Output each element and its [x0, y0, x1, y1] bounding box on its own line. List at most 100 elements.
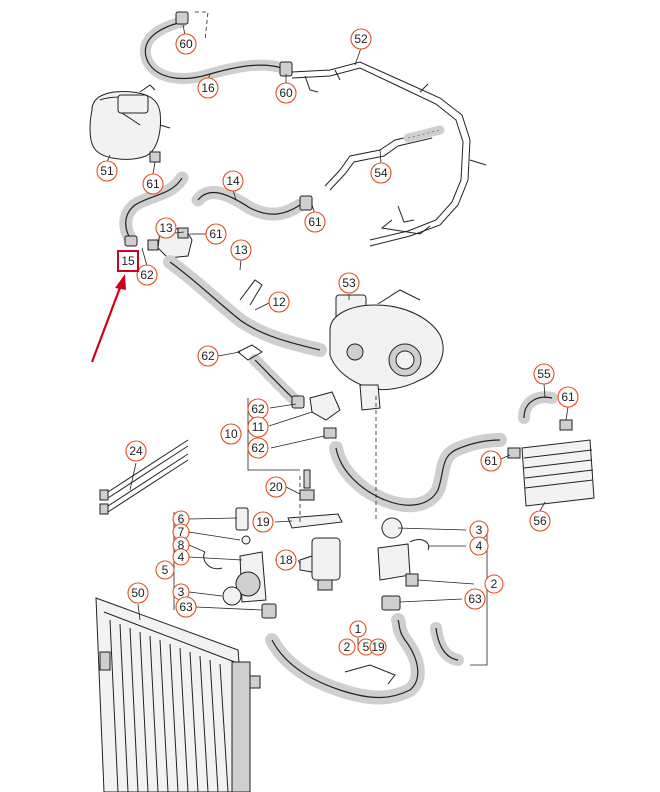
middle-hose [329, 433, 507, 513]
callout-label: 61 [146, 177, 160, 191]
cable-ties-24 [99, 439, 189, 515]
callout: 20 [265, 476, 287, 498]
callout-label: 4 [476, 539, 483, 553]
callout-label: 52 [354, 32, 368, 46]
callout-label: 55 [537, 367, 551, 381]
callout: 14 [222, 170, 244, 192]
callout: 13 [155, 217, 177, 239]
callout: 3 [469, 520, 489, 540]
callout: 62 [136, 264, 158, 286]
callout-label: 53 [342, 276, 356, 290]
callout: 62 [197, 345, 219, 367]
callout: 62 [247, 437, 269, 459]
callout-label: 2 [491, 577, 498, 591]
sensor-fittings [203, 507, 277, 619]
callout: 19 [369, 638, 387, 656]
outlet-fittings [377, 517, 430, 611]
thermostat-housing-53 [329, 289, 444, 411]
callout: 53 [338, 272, 360, 294]
callout: 24 [125, 440, 147, 462]
callout: 4 [172, 548, 190, 566]
callout: 63 [464, 588, 486, 610]
callout-label: 12 [272, 295, 286, 309]
hose-15 [119, 171, 189, 247]
callout: 61 [142, 173, 164, 195]
callout: 56 [529, 510, 551, 532]
callout-label: 5 [363, 640, 370, 654]
lower-pipe-12 [163, 255, 327, 357]
coolant-pipe-52 [291, 61, 487, 247]
callout-label: 11 [252, 420, 265, 434]
upper-hose-14 [191, 186, 313, 221]
callout-label: 4 [178, 550, 185, 564]
radiator-50 [95, 597, 261, 792]
callout-label: 62 [201, 349, 215, 363]
callout-label: 62 [251, 441, 265, 455]
callout-label: 61 [484, 454, 498, 468]
callout-label: 50 [131, 586, 145, 600]
callout-label: 1 [355, 622, 362, 636]
callout-label: 54 [374, 166, 388, 180]
valve-assembly [287, 469, 343, 591]
callout: 12 [268, 291, 290, 313]
coolant-pipe-54 [324, 125, 445, 191]
callout: 61 [557, 386, 579, 408]
callout: 2 [338, 638, 356, 656]
highlighted-callout-15[interactable]: 15 [117, 250, 139, 272]
callout-label: 60 [179, 37, 193, 51]
callout-label: 2 [344, 640, 351, 654]
callout: 54 [370, 162, 392, 184]
callout: 61 [304, 211, 326, 233]
callout-label: 13 [159, 221, 173, 235]
callout: 62 [247, 398, 269, 420]
callout-label: 14 [226, 174, 240, 188]
callout: 18 [275, 549, 297, 571]
callout-label: 62 [251, 402, 265, 416]
callout-label: 61 [209, 227, 223, 241]
callout-label: 63 [468, 592, 482, 606]
small-hose-62 [237, 344, 341, 439]
callout: 50 [127, 582, 149, 604]
callout-label: 13 [234, 243, 248, 257]
callout-label: 19 [256, 515, 270, 529]
callout: 60 [175, 33, 197, 55]
callout: 63 [175, 596, 197, 618]
highlight-arrow [90, 274, 126, 363]
callout-label: 62 [140, 268, 154, 282]
callout: 1 [349, 620, 367, 638]
callout: 2 [484, 574, 504, 594]
callout: 55 [533, 363, 555, 385]
callout: 19 [252, 511, 274, 533]
callout-label: 19 [371, 640, 385, 654]
callout: 11 [247, 416, 269, 438]
callout: 51 [96, 160, 118, 182]
callout-label: 3 [178, 585, 185, 599]
callout-label: 60 [279, 86, 293, 100]
callout: 16 [197, 77, 219, 99]
leader-lines [106, 24, 569, 621]
callout-label: 20 [269, 480, 283, 494]
expansion-tank-51 [89, 84, 171, 163]
callout-label: 6 [178, 512, 185, 526]
callout-label: 5 [162, 563, 169, 577]
lower-hoses [265, 613, 464, 705]
callout-label: 3 [476, 523, 483, 537]
callout: 61 [480, 450, 502, 472]
callout: 52 [350, 28, 372, 50]
callout: 10 [220, 423, 242, 445]
callout-label: 56 [533, 514, 547, 528]
callout-label: 10 [224, 427, 238, 441]
callout-label: 16 [201, 81, 215, 95]
highlighted-callout-label: 15 [121, 254, 135, 268]
callout: 4 [469, 536, 489, 556]
callout-label: 18 [279, 553, 293, 567]
callout-label: 63 [179, 600, 193, 614]
hose-55 [518, 391, 558, 424]
callout: 7 [172, 523, 190, 541]
callout-label: 24 [129, 444, 143, 458]
callout-label: 51 [100, 164, 114, 178]
callout-label: 61 [308, 215, 322, 229]
callout: 5 [155, 560, 175, 580]
callout-label: 7 [178, 525, 185, 539]
